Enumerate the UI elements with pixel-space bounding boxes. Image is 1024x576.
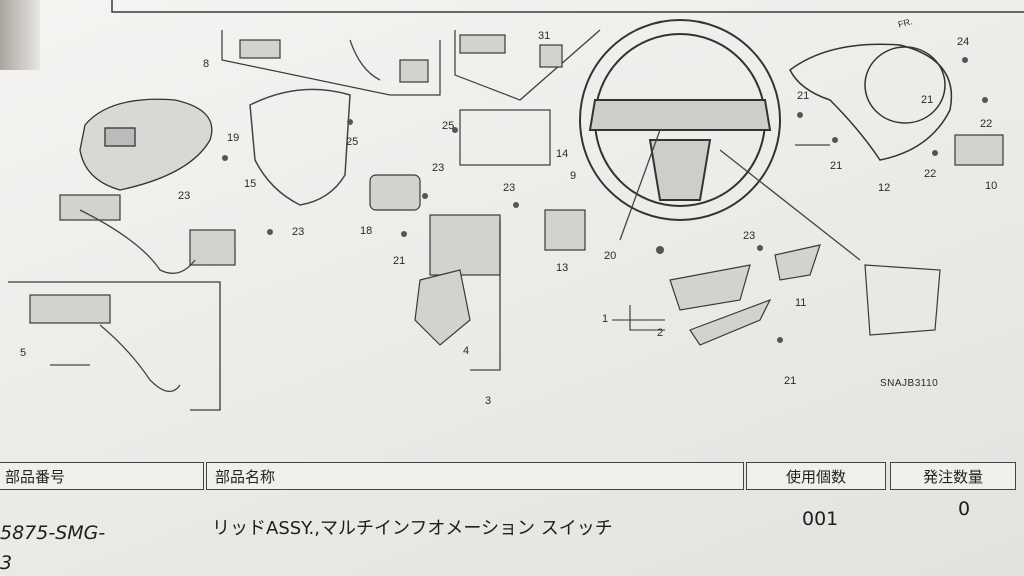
callout-23a: 23 xyxy=(178,190,191,202)
header-quantity-used: 使用個数 xyxy=(746,462,886,490)
audio-switch xyxy=(239,39,281,59)
callout-3: 3 xyxy=(485,395,492,407)
callout-8: 8 xyxy=(203,58,210,70)
callout-12: 12 xyxy=(878,182,891,194)
bracket-10 xyxy=(954,134,1004,166)
switch-31 xyxy=(539,44,563,68)
callout-21d: 21 xyxy=(830,160,843,172)
callout-22a: 22 xyxy=(980,118,993,130)
callout-9: 9 xyxy=(570,170,577,182)
callout-4: 4 xyxy=(463,345,470,357)
diagram-code: SNAJB3110 xyxy=(880,378,939,389)
callout-22b: 22 xyxy=(924,168,937,180)
callout-25a: 25 xyxy=(346,136,359,148)
horn-pad-part xyxy=(79,98,213,191)
callout-23b: 23 xyxy=(292,226,305,238)
callout-2: 2 xyxy=(657,327,664,339)
callout-15: 15 xyxy=(244,178,257,190)
callout-11: 11 xyxy=(795,297,807,309)
switch-bracket-18 xyxy=(369,174,421,211)
callout-1: 1 xyxy=(602,313,609,325)
header-order-quantity: 発注数量 xyxy=(890,462,1016,490)
header-part-name: 部品名称 xyxy=(206,462,744,490)
callout-21c: 21 xyxy=(797,90,810,102)
bracket-13 xyxy=(544,209,586,251)
cruise-switch xyxy=(459,34,506,54)
callout-23e: 23 xyxy=(743,230,756,242)
cable-reel-5 xyxy=(29,294,111,324)
callout-19: 19 xyxy=(227,132,240,144)
callout-24: 24 xyxy=(957,36,970,48)
exploded-parts-diagram xyxy=(8,0,1024,411)
callout-25b: 25 xyxy=(442,120,455,132)
steering-wheel-part xyxy=(579,19,781,221)
lid-assy-4 xyxy=(414,269,471,346)
parts-table: 部品番号 部品名称 使用個数 発注数量 5875-SMG- 3 リッドASSY.… xyxy=(0,456,1024,576)
cell-order-quantity: 0 xyxy=(958,498,971,520)
cell-part-name: リッドASSY.,マルチインフオメーション スイッチ xyxy=(212,518,613,539)
cell-part-number-suffix: 3 xyxy=(0,552,13,574)
plate-11 xyxy=(774,244,821,281)
callout-21a: 21 xyxy=(393,255,406,267)
trim-ring-part xyxy=(249,88,351,206)
switch-assembly-3 xyxy=(429,214,501,276)
callout-13: 13 xyxy=(556,262,569,274)
switch-1 xyxy=(669,264,751,311)
callout-20: 20 xyxy=(604,250,617,262)
harness-14 xyxy=(459,109,551,166)
header-part-number: 部品番号 xyxy=(0,462,204,490)
lower-cover-part xyxy=(789,43,953,161)
callout-18: 18 xyxy=(360,225,373,237)
page-edge-shadow xyxy=(0,0,40,70)
callout-10: 10 xyxy=(985,180,998,192)
callout-31: 31 xyxy=(538,30,551,42)
callout-23c: 23 xyxy=(432,162,445,174)
callout-5: 5 xyxy=(20,347,27,359)
switch-2 xyxy=(689,298,772,346)
callout-23d: 23 xyxy=(503,182,516,194)
cable-reel-harness xyxy=(59,194,121,221)
connector-small xyxy=(399,59,429,83)
callout-21b: 21 xyxy=(784,375,797,387)
cell-part-number: 5875-SMG- xyxy=(0,522,106,544)
switch-harness-group xyxy=(864,264,941,336)
cell-quantity-used: 001 xyxy=(802,508,839,530)
callout-21e: 21 xyxy=(921,94,934,106)
horn-connector xyxy=(189,229,236,266)
callout-14: 14 xyxy=(556,148,569,160)
